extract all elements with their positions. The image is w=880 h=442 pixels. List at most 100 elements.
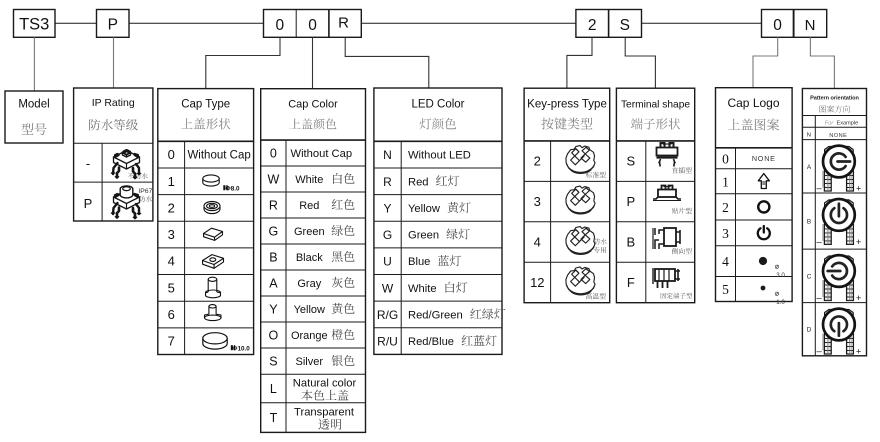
svg-text:Silver: Silver xyxy=(296,356,324,368)
svg-text:0: 0 xyxy=(275,17,284,34)
svg-text:N: N xyxy=(805,17,816,34)
svg-text:2: 2 xyxy=(168,200,175,215)
svg-text:L: L xyxy=(270,382,277,396)
svg-text:Without Cap: Without Cap xyxy=(187,150,250,162)
svg-text:Without LED: Without LED xyxy=(408,150,471,162)
svg-text:Red: Red xyxy=(408,176,429,188)
svg-text:6: 6 xyxy=(168,307,175,322)
svg-text:Transparent: Transparent xyxy=(294,406,355,418)
svg-text:Without Cap: Without Cap xyxy=(291,148,353,160)
svg-text:Cap Color: Cap Color xyxy=(288,99,338,111)
svg-text:Cap Type: Cap Type xyxy=(181,99,230,111)
svg-text:White: White xyxy=(408,283,437,295)
svg-text:0: 0 xyxy=(308,17,317,34)
svg-text:0: 0 xyxy=(722,151,729,166)
svg-text:N: N xyxy=(807,133,811,139)
svg-text:2: 2 xyxy=(534,154,541,169)
svg-text:NONE: NONE xyxy=(752,154,776,163)
svg-text:A: A xyxy=(269,277,278,291)
svg-text:Red/Green: Red/Green xyxy=(408,309,463,321)
svg-text:S: S xyxy=(269,355,277,369)
svg-text:D: D xyxy=(807,327,812,334)
svg-text:4: 4 xyxy=(168,254,175,269)
svg-text:White: White xyxy=(295,174,323,186)
svg-text:Terminal shape: Terminal shape xyxy=(621,100,690,111)
svg-text:Green: Green xyxy=(294,226,325,238)
svg-text:Y: Y xyxy=(383,201,391,215)
svg-text:B: B xyxy=(807,219,811,226)
svg-text:Φ8.0: Φ8.0 xyxy=(226,186,240,193)
svg-text:For: For xyxy=(825,120,835,126)
svg-text:Red: Red xyxy=(299,200,319,212)
svg-text:3: 3 xyxy=(534,194,541,209)
svg-text:+: + xyxy=(856,293,861,303)
svg-text:+: + xyxy=(856,237,861,247)
svg-text:S: S xyxy=(620,17,630,34)
svg-text:IP Rating: IP Rating xyxy=(92,97,135,109)
svg-text:R/G: R/G xyxy=(377,308,398,322)
svg-text:4: 4 xyxy=(722,254,729,269)
svg-text:12: 12 xyxy=(530,275,544,290)
svg-text:R: R xyxy=(269,199,278,213)
svg-text:F: F xyxy=(627,275,635,290)
svg-text:R: R xyxy=(383,175,392,189)
svg-text:G: G xyxy=(269,225,279,239)
svg-text:+: + xyxy=(856,184,861,194)
svg-text:IP67: IP67 xyxy=(138,188,152,195)
svg-text:G: G xyxy=(383,228,392,242)
svg-text:1.0: 1.0 xyxy=(776,299,785,306)
svg-text:A: A xyxy=(807,164,812,171)
svg-text:Green: Green xyxy=(408,230,439,242)
svg-text:–: – xyxy=(816,293,822,304)
svg-text:4: 4 xyxy=(534,235,541,250)
svg-text:Cap Logo: Cap Logo xyxy=(727,96,779,110)
svg-text:5: 5 xyxy=(168,280,175,295)
svg-text:B: B xyxy=(626,235,635,250)
svg-text:B: B xyxy=(269,251,277,265)
svg-text:Φ10.0: Φ10.0 xyxy=(232,346,250,353)
svg-text:Orange: Orange xyxy=(291,330,328,342)
svg-text:3: 3 xyxy=(168,227,175,242)
svg-text:7: 7 xyxy=(168,334,175,349)
svg-text:T: T xyxy=(270,411,278,425)
svg-text:O: O xyxy=(269,329,279,343)
svg-text:Y: Y xyxy=(269,303,278,317)
svg-text:2: 2 xyxy=(588,17,597,34)
svg-text:R: R xyxy=(338,15,349,32)
svg-text:0: 0 xyxy=(270,147,277,161)
svg-text:R/U: R/U xyxy=(377,335,398,349)
svg-text:–: – xyxy=(816,236,822,247)
svg-text:U: U xyxy=(383,255,392,269)
svg-text:Yellow: Yellow xyxy=(408,203,441,215)
svg-text:LED Color: LED Color xyxy=(411,99,464,111)
svg-text:N: N xyxy=(383,148,392,162)
svg-text:Yellow: Yellow xyxy=(294,304,325,316)
svg-text:S: S xyxy=(626,154,635,169)
svg-text:Pattern orientation: Pattern orientation xyxy=(810,96,859,102)
svg-text:TS3: TS3 xyxy=(19,16,49,34)
svg-text:C: C xyxy=(807,273,812,280)
svg-text:P: P xyxy=(108,17,118,34)
svg-text:+: + xyxy=(856,347,861,357)
svg-text:-: - xyxy=(86,156,90,171)
svg-text:–: – xyxy=(816,346,822,357)
svg-text:1: 1 xyxy=(168,174,175,189)
svg-text:Black: Black xyxy=(296,252,323,264)
svg-text:0: 0 xyxy=(773,17,782,34)
svg-text:W: W xyxy=(382,281,394,295)
svg-text:Model: Model xyxy=(18,99,49,111)
svg-text:–: – xyxy=(816,183,822,194)
svg-text:Gray: Gray xyxy=(297,278,321,290)
svg-text:3.0: 3.0 xyxy=(776,272,785,279)
svg-text:P: P xyxy=(626,194,635,209)
svg-text:W: W xyxy=(267,173,279,187)
svg-text:NONE: NONE xyxy=(829,133,847,139)
svg-text:Key-press Type: Key-press Type xyxy=(527,99,607,111)
svg-text:Natural color: Natural color xyxy=(293,378,357,390)
svg-text:P: P xyxy=(84,196,93,211)
svg-text:0: 0 xyxy=(168,147,175,162)
svg-text:2: 2 xyxy=(722,200,729,215)
svg-text:1: 1 xyxy=(722,174,729,189)
svg-text:Red/Blue: Red/Blue xyxy=(408,336,454,348)
svg-text:Blue: Blue xyxy=(408,256,430,268)
